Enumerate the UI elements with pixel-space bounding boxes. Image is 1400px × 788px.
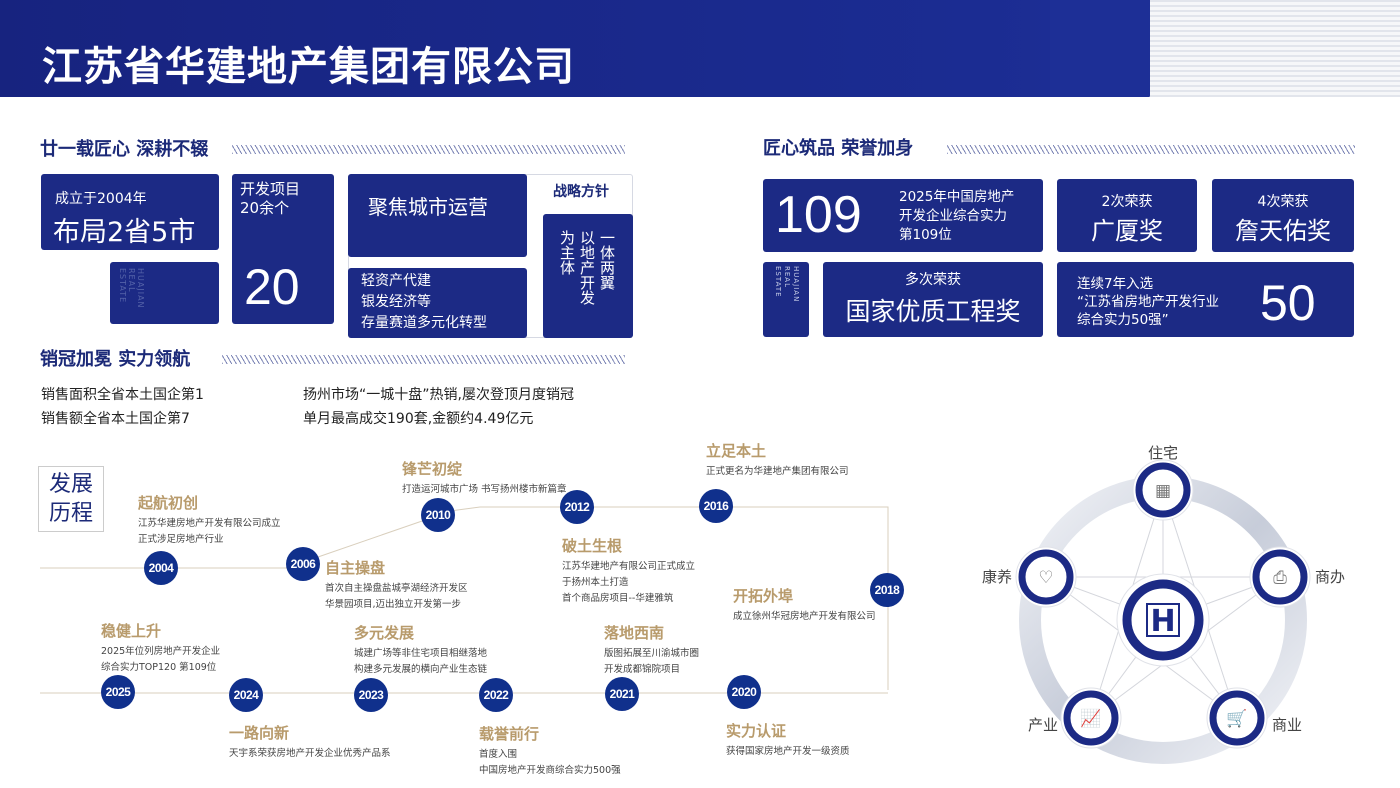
business-diagram: H ▦ 住宅 ⎙ 商办 🛒 商业 📈 产业 ♡ 康养	[982, 444, 1345, 764]
timeline-event-title: 立足本土	[706, 442, 767, 460]
timeline-node-2022: 2022	[479, 678, 513, 712]
transform-card: 轻资产代建银发经济等存量赛道多元化转型	[348, 268, 527, 338]
timeline-event-desc: 首度入围中国房地产开发商综合实力500强	[479, 749, 621, 776]
timeline-node-2006: 2006	[286, 547, 320, 581]
sales-line: 销售面积全省本土国企第1	[41, 387, 204, 403]
timeline-node-2020: 2020	[727, 675, 761, 709]
center-logo: H	[1116, 573, 1210, 667]
timeline-node-2018: 2018	[870, 573, 904, 607]
timeline-node-2004: 2004	[144, 551, 178, 585]
layout-text: 布局2省5市	[53, 217, 196, 248]
rank-text: 2025年中国房地产开发企业综合实力第109位	[899, 189, 1015, 243]
timeline-event-title: 开拓外埠	[733, 587, 794, 605]
section-title-sales: 销冠加冕 实力领航	[40, 349, 191, 370]
strategy-title: 战略方针	[553, 184, 609, 200]
company-title: 江苏省华建地产集团有限公司	[42, 44, 575, 90]
top50-text: 连续7年入选“江苏省房地产开发行业综合实力50强”	[1077, 276, 1219, 328]
national-award-card: 多次荣获 国家优质工程奖	[823, 262, 1043, 337]
focus-card: 聚焦城市运营	[348, 174, 527, 257]
section-title-honors: 匠心筑品 荣誉加身	[763, 138, 914, 159]
huajian-logo-icon: H	[1150, 604, 1175, 639]
care-hands-icon: ♡	[1038, 568, 1053, 588]
segment-node-4: ♡ 康养	[982, 546, 1077, 608]
building-icon: ▦	[1155, 481, 1171, 501]
guangsha-award-card: 2次荣获 广厦奖	[1057, 179, 1197, 252]
timeline-node-2016: 2016	[699, 489, 733, 523]
strategy-card: 一体两翼以地产开发为主体	[543, 214, 633, 338]
focus-text: 聚焦城市运营	[368, 195, 488, 219]
top50-number: 50	[1260, 275, 1316, 331]
segment-label: 商办	[1315, 568, 1345, 586]
transform-list: 轻资产代建银发经济等存量赛道多元化转型	[361, 273, 487, 331]
hatch-divider	[232, 145, 625, 154]
timeline-node-2024: 2024	[229, 678, 263, 712]
timeline-event-title: 多元发展	[354, 624, 415, 642]
projects-number: 20	[244, 259, 300, 315]
segment-label: 产业	[1028, 716, 1058, 734]
header-banner	[0, 0, 1400, 97]
segment-node-1: ⎙ 商办	[1249, 546, 1345, 608]
brand-vertical-text: HUAJIAN REAL ESTATE	[774, 266, 800, 303]
timeline-event-desc: 2025年位列房地产开发企业综合实力TOP120 第109位	[101, 646, 221, 673]
timeline-event-title: 落地西南	[604, 624, 665, 642]
timeline-event-desc: 获得国家房地产开发一级资质	[726, 746, 850, 757]
segment-label: 康养	[982, 568, 1012, 586]
timeline-node-2012: 2012	[560, 490, 594, 524]
segment-node-3: 📈 产业	[1028, 687, 1122, 749]
brand-card: HUAJIAN REAL ESTATE	[110, 262, 219, 324]
strategy-text: 一体两翼以地产开发为主体	[558, 230, 616, 305]
timeline-event-title: 起航初创	[138, 494, 199, 512]
timeline-event-desc: 城建广场等非住宅项目相继落地构建多元发展的横向产业生态链	[354, 648, 488, 675]
chart-monitor-icon: 📈	[1080, 708, 1101, 729]
timeline-event-title: 自主操盘	[325, 559, 386, 577]
layout-card: 成立于2004年 布局2省5市	[41, 174, 219, 250]
timeline-event-desc: 首次自主操盘盐城亭湖经济开发区华景园项目,迈出独立开发第一步	[325, 583, 468, 610]
timeline-event-desc: 正式更名为华建地产集团有限公司	[706, 466, 849, 477]
timeline-event-title: 一路向新	[229, 724, 290, 742]
timeline-title: 发展历程	[38, 466, 104, 532]
timeline-event-desc: 成立徐州华冠房地产开发有限公司	[733, 611, 876, 622]
brand-card: HUAJIAN REAL ESTATE	[763, 262, 809, 337]
sales-line: 单月最高成交190套,金额约4.49亿元	[303, 411, 534, 427]
segment-node-0: ▦ 住宅	[1132, 444, 1194, 521]
hatch-divider	[947, 145, 1355, 154]
top50-card: 连续7年入选“江苏省房地产开发行业综合实力50强” 50	[1057, 262, 1354, 337]
zhantianyou-award-card: 4次荣获 詹天佑奖	[1212, 179, 1354, 252]
sales-line: 销售额全省本土国企第7	[41, 411, 190, 427]
segment-label: 商业	[1272, 716, 1302, 734]
hatch-divider	[222, 355, 625, 364]
timeline-event-desc: 天宇系荣获房地产开发企业优秀产品系	[229, 748, 391, 759]
timeline-event-desc: 打造运河城市广场 书写扬州楼市新篇章	[402, 484, 567, 495]
rank-card: 109 2025年中国房地产开发企业综合实力第109位	[763, 179, 1043, 252]
sales-line: 扬州市场“一城十盘”热销,屡次登顶月度销冠	[303, 387, 574, 403]
timeline-node-2025: 2025	[101, 675, 135, 709]
timeline-event-title: 实力认证	[726, 722, 787, 740]
timeline-event-desc: 江苏华建房地产开发有限公司成立正式涉足房地产行业	[138, 518, 281, 545]
founded-text: 成立于2004年	[55, 191, 147, 207]
timeline-node-2010: 2010	[421, 498, 455, 532]
timeline-event-desc: 江苏华建地产有限公司正式成立于扬州本土打造首个商品房项目--华建雅筑	[562, 561, 696, 604]
timeline-node-2023: 2023	[354, 678, 388, 712]
timeline-event-desc: 版图拓展至川渝城市圈开发成都锦院项目	[604, 648, 700, 675]
rank-number: 109	[775, 186, 862, 244]
segment-label: 住宅	[1148, 444, 1178, 462]
timeline-event-title: 锋芒初绽	[402, 460, 463, 478]
printer-icon: ⎙	[1273, 568, 1287, 588]
timeline-event-title: 破土生根	[562, 537, 623, 555]
section-title-history: 廿一载匠心 深耕不辍	[40, 139, 209, 160]
cart-icon: 🛒	[1226, 708, 1247, 729]
timeline-event-title: 稳健上升	[101, 622, 162, 640]
segment-node-2: 🛒 商业	[1206, 687, 1302, 749]
timeline-node-2021: 2021	[605, 677, 639, 711]
timeline-event-title: 载誉前行	[479, 725, 540, 743]
brand-vertical-text: HUAJIAN REAL ESTATE	[118, 268, 145, 309]
